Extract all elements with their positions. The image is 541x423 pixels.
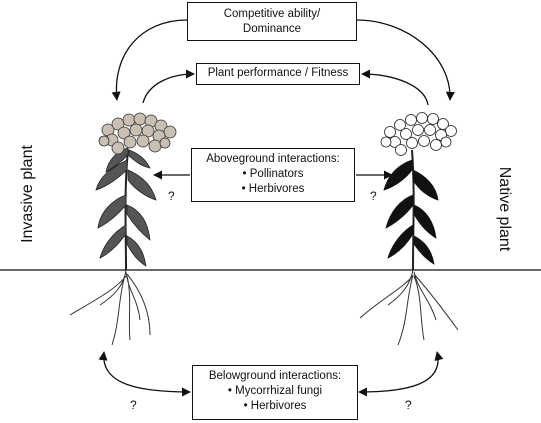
- invasive-plant-label: Invasive plant: [19, 145, 36, 243]
- native-plant-illustration: [359, 112, 459, 346]
- performance-label: Plant performance / Fitness: [207, 67, 349, 79]
- competitive-ability-box: Competitive ability/ Dominance: [187, 2, 357, 41]
- arrow-invasive-to-performance: [142, 69, 195, 104]
- plant-performance-box: Plant performance / Fitness: [196, 63, 360, 85]
- belowground-item-fungi: • Mycorrhizal fungi: [227, 385, 323, 397]
- question-mark-below-right: ?: [405, 398, 412, 412]
- question-mark-above-right: ?: [370, 189, 377, 203]
- question-mark-above-left: ?: [168, 189, 175, 203]
- arrow-below-invasive: [98, 351, 191, 397]
- arrow-competitive-to-invasive: [111, 19, 188, 101]
- invasive-plant-illustration: [69, 112, 177, 346]
- competitive-line1: Competitive ability/: [223, 8, 321, 20]
- aboveground-interactions-box: Aboveground interactions: • Pollinators …: [191, 148, 355, 202]
- aboveground-item-pollinators: • Pollinators: [242, 168, 304, 180]
- aboveground-title: Aboveground interactions:: [206, 153, 340, 165]
- arrow-native-to-performance: [361, 69, 429, 106]
- belowground-interactions-box: Belowground interactions: • Mycorrhizal …: [192, 365, 358, 420]
- question-mark-below-left: ?: [130, 398, 137, 412]
- belowground-item-herbivores: • Herbivores: [243, 400, 307, 412]
- aboveground-item-herbivores: • Herbivores: [241, 183, 305, 195]
- native-plant-label: Native plant: [496, 166, 513, 252]
- arrow-below-native: [358, 351, 444, 397]
- competitive-line2: Dominance: [242, 23, 302, 35]
- arrow-competitive-to-native: [356, 19, 455, 101]
- belowground-title: Belowground interactions:: [208, 370, 342, 382]
